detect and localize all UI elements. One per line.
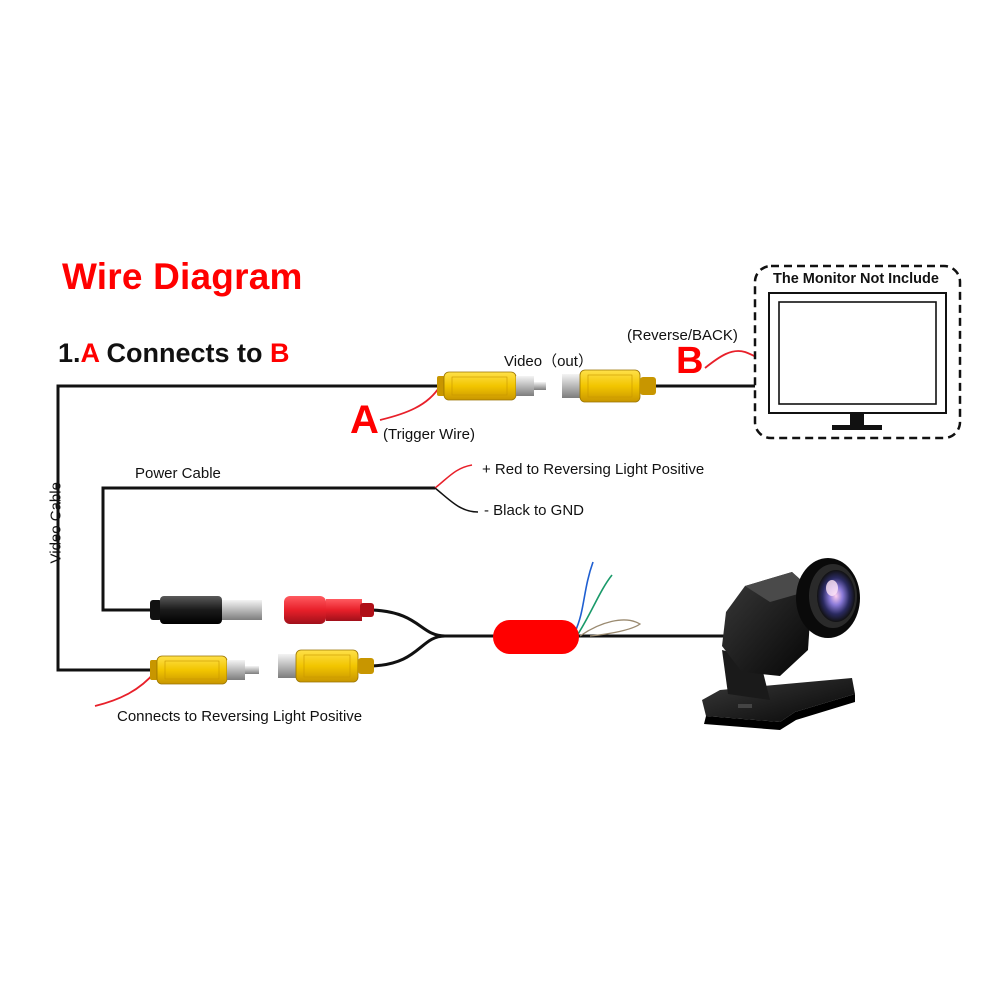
- video-out-label: Video（out）: [504, 353, 593, 370]
- rca-male-connector-bottom: [150, 655, 259, 685]
- video-cable-wire: [56, 384, 437, 672]
- power-cable-wire: [101, 486, 435, 612]
- reverse-back-label: (Reverse/BACK): [627, 327, 738, 344]
- marker-a-inline: A: [80, 338, 100, 368]
- black-gnd-lead: [434, 487, 479, 513]
- red-positive-lead: [434, 464, 473, 489]
- step-number: 1.: [58, 338, 81, 368]
- marker-a: A: [350, 398, 379, 442]
- harness-lower-wire: [371, 634, 446, 668]
- dc-power-plug: [150, 596, 262, 624]
- pointer-a: [379, 385, 441, 421]
- pointer-reversing-light: [94, 671, 156, 707]
- rca-male-connector-a: [437, 371, 546, 401]
- harness-upper-wire: [371, 608, 446, 638]
- reversing-camera: [702, 558, 860, 730]
- black-gnd-label: - Black to GND: [484, 502, 585, 519]
- marker-b-inline: B: [270, 338, 290, 368]
- reversing-light-label: Connects to Reversing Light Positive: [117, 708, 363, 725]
- diagram-title: Wire Diagram: [62, 256, 303, 297]
- dc-power-socket: [284, 596, 374, 624]
- connection-heading: 1.A Connects to B: [58, 338, 290, 369]
- white-wire: [579, 619, 642, 637]
- wire-junction-block: [493, 620, 579, 654]
- monitor-icon: [768, 292, 947, 430]
- rca-female-connector-bottom: [278, 649, 374, 683]
- trigger-wire-label: (Trigger Wire): [383, 426, 475, 443]
- connects-to-text: Connects to: [99, 338, 271, 368]
- video-cable-label: Video Cable: [47, 482, 65, 564]
- green-wire: [577, 574, 613, 635]
- marker-b: B: [676, 340, 704, 382]
- monitor-note-label: The Monitor Not Include: [773, 271, 939, 287]
- power-cable-label: Power Cable: [135, 465, 221, 482]
- red-positive-label: + Red to Reversing Light Positive: [482, 461, 705, 478]
- blue-wire: [574, 561, 594, 633]
- rca-female-connector: [562, 369, 656, 403]
